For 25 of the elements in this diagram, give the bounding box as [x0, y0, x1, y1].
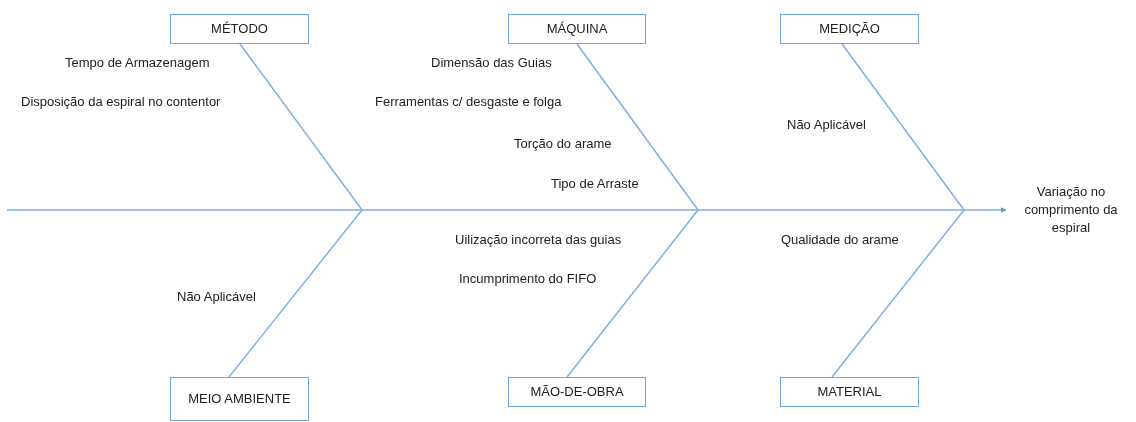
- cause-label: Tipo de Arraste: [551, 176, 639, 192]
- cause-label: Ferramentas c/ desgaste e folga: [375, 94, 562, 110]
- category-box: MÉTODO: [170, 14, 309, 44]
- bone-line: [239, 43, 363, 211]
- category-box: MEDIÇÃO: [780, 14, 919, 44]
- cause-label: Qualidade do arame: [781, 232, 899, 248]
- category-box: MÃO-DE-OBRA: [508, 377, 646, 407]
- bone-line: [228, 209, 363, 378]
- bone-line: [831, 209, 965, 378]
- cause-label: Dimensão das Guias: [431, 55, 552, 71]
- cause-label: Incumprimento do FIFO: [459, 271, 597, 287]
- spine-arrow: [6, 207, 1007, 213]
- bone-line: [566, 209, 699, 378]
- cause-label: Disposição da espiral no contentor: [21, 94, 221, 110]
- effect-text: Variação no comprimento da espiral: [1008, 183, 1134, 237]
- cause-label: Torção do arame: [514, 136, 612, 152]
- bone-line: [841, 43, 965, 211]
- cause-label: Tempo de Armazenagem: [65, 55, 210, 71]
- cause-label: Não Aplicável: [177, 289, 256, 305]
- category-box: MEIO AMBIENTE: [170, 377, 309, 421]
- category-box: MÁQUINA: [508, 14, 646, 44]
- bone-line: [576, 43, 699, 211]
- cause-label: Uilização incorreta das guias: [455, 232, 622, 248]
- category-box: MATERIAL: [780, 377, 919, 407]
- cause-label: Não Aplicável: [787, 117, 866, 133]
